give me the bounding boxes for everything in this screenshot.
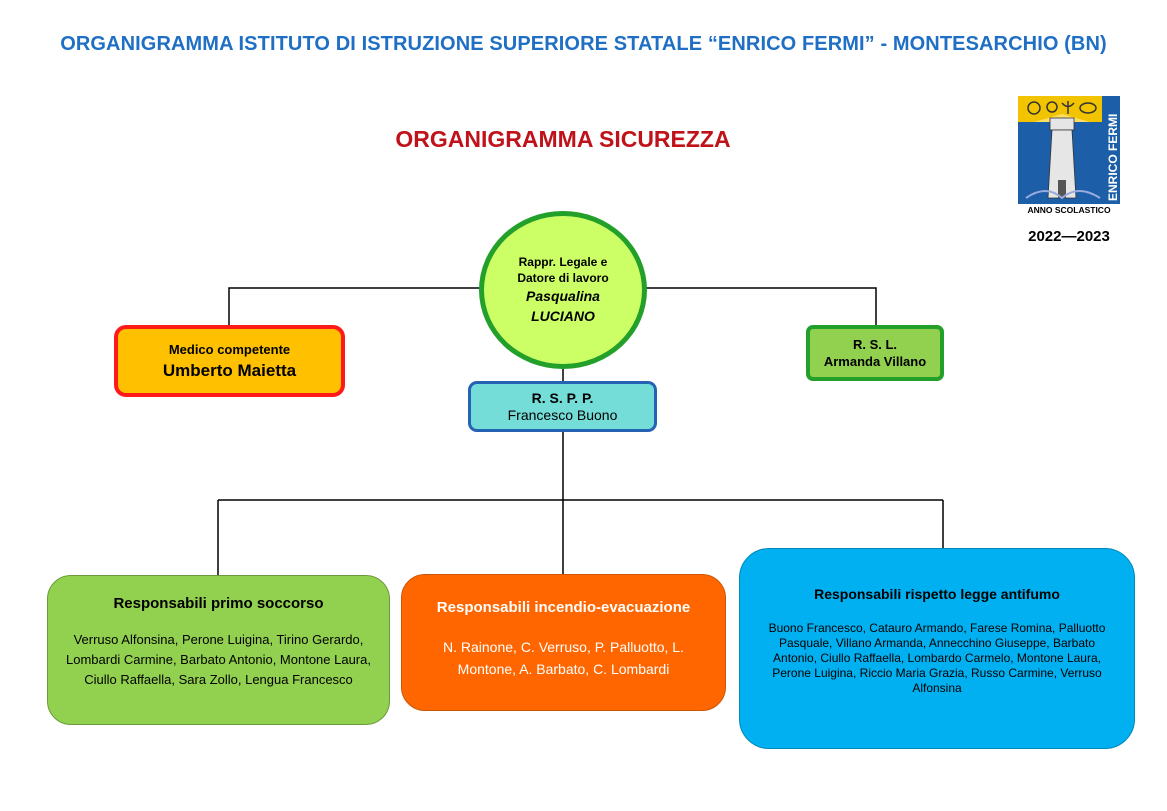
fire-members: N. Rainone, C. Verruso, P. Palluotto, L.…	[443, 639, 684, 677]
medico-competente-node: Medico competente Umberto Maietta	[114, 325, 345, 397]
medico-role: Medico competente	[168, 341, 291, 357]
connector-medico	[228, 287, 481, 325]
rsl-name: Armanda Villano	[823, 354, 927, 369]
first-aid-team-node: Responsabili primo soccorso Verruso Alfo…	[47, 575, 390, 725]
rspp-name: Francesco Buono	[507, 406, 618, 423]
connector-rsl	[645, 287, 877, 325]
antismoke-members: Buono Francesco, Catauro Armando, Farese…	[768, 621, 1106, 695]
main-title: ORGANIGRAMMA ISTITUTO DI ISTRUZIONE SUPE…	[60, 33, 1107, 55]
logo-school-name: ENRICO FERMI	[1106, 114, 1120, 201]
rsl-node: R. S. L. Armanda Villano	[806, 325, 944, 381]
rsl-role: R. S. L.	[852, 337, 898, 352]
legal-rep-role-line1: Rappr. Legale e	[518, 255, 608, 269]
legal-rep-role-line2: Datore di lavoro	[517, 271, 609, 285]
fire-title: Responsabili incendio-evacuazione	[436, 599, 691, 616]
rspp-role: R. S. P. P.	[531, 389, 594, 406]
logo-caption: ANNO SCOLASTICO	[1027, 205, 1111, 215]
fire-evacuation-team-node: Responsabili incendio-evacuazione N. Rai…	[401, 574, 726, 711]
legal-rep-name-line1: Pasqualina	[526, 288, 600, 304]
legal-rep-name-line2: LUCIANO	[531, 308, 595, 324]
medico-name: Umberto Maietta	[162, 360, 297, 380]
antismoke-team-node: Responsabili rispetto legge antifumo Buo…	[739, 548, 1135, 749]
antismoke-title: Responsabili rispetto legge antifumo	[814, 586, 1060, 602]
school-logo: ENRICO FERMI ANNO SCOLASTICO	[1016, 94, 1122, 216]
legal-representative-node: Rappr. Legale e Datore di lavoro Pasqual…	[479, 211, 647, 369]
first-aid-members: Verruso Alfonsina, Perone Luigina, Tirin…	[66, 632, 371, 687]
school-year: 2022—2023	[1028, 228, 1110, 245]
first-aid-title: Responsabili primo soccorso	[113, 595, 324, 612]
rspp-node: R. S. P. P. Francesco Buono	[468, 381, 657, 432]
section-title: ORGANIGRAMMA SICUREZZA	[395, 126, 731, 152]
